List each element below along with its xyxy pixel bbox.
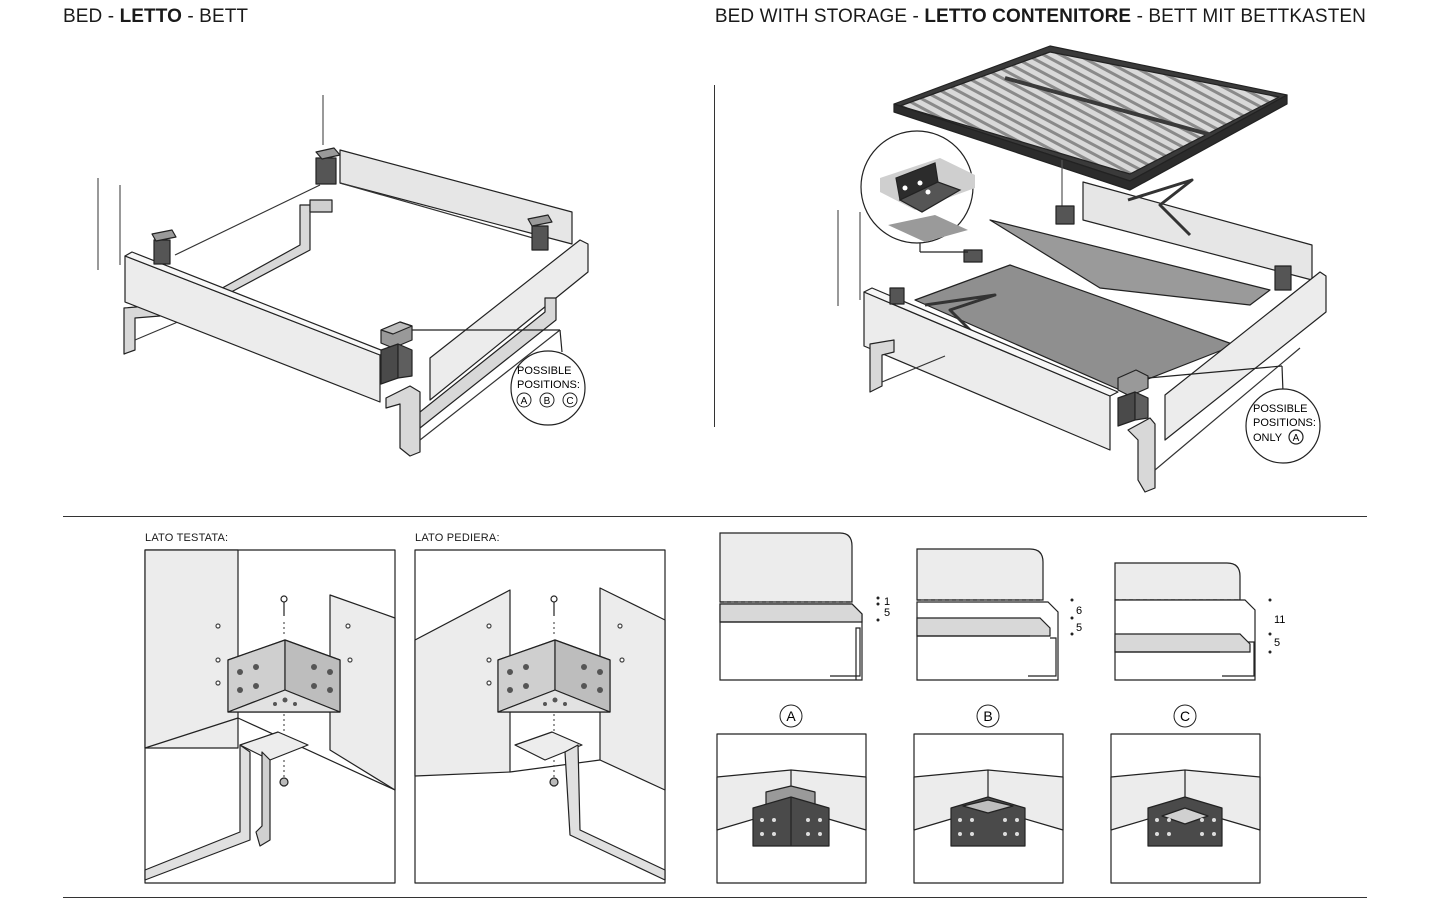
dim-c-2: 5 (1274, 637, 1280, 649)
callout2-option-a-letter: A (1293, 433, 1300, 444)
callout2-line1: POSSIBLE (1253, 403, 1307, 415)
caption-foot-side: LATO PEDIERA: (415, 532, 500, 544)
vertical-divider (714, 85, 715, 427)
callout-line2: POSITIONS: (517, 379, 580, 391)
position-letter-c: C (1180, 708, 1190, 724)
callout-option-c-letter: C (566, 396, 573, 407)
callout2-line2: POSITIONS: (1253, 417, 1316, 429)
header-bed: BED - LETTO - BETT (63, 6, 249, 27)
callout-option-a (516, 392, 532, 408)
callout-positions-only-a (1245, 388, 1321, 464)
dim-a-1: 1 (884, 596, 890, 608)
dim-b-2: 5 (1076, 622, 1082, 634)
horizontal-divider-middle (63, 516, 1367, 517)
position-letter-circles (779, 704, 1197, 728)
dimension-dots (876, 596, 1272, 654)
dim-b-1: 6 (1076, 605, 1082, 617)
dim-c-1: 11 (1274, 614, 1285, 626)
callout-option-a-letter: A (521, 396, 528, 407)
header-bed-with-storage: BED WITH STORAGE - LETTO CONTENITORE - B… (714, 6, 1366, 27)
horizontal-divider-bottom (63, 897, 1367, 898)
corner-view-a (716, 733, 867, 884)
storage-bed-illustration (837, 45, 1327, 493)
callout-option-b-letter: B (544, 396, 551, 407)
corner-view-c (1110, 733, 1261, 884)
corner-view-b (913, 733, 1064, 884)
bracket-holes (760, 818, 1216, 836)
detail-head-side (144, 549, 396, 884)
callout2-line3: ONLY (1253, 432, 1283, 444)
bracket-detail-magnifier (860, 130, 975, 244)
position-letter-a: A (786, 708, 796, 724)
position-letter-b: B (983, 708, 992, 724)
detail-foot-side (414, 549, 666, 884)
section-view-b (916, 548, 1059, 681)
bed-frame-illustration (97, 95, 589, 457)
callout-option-c (562, 392, 578, 408)
callout-option-b (539, 392, 555, 408)
section-view-c (1114, 562, 1256, 681)
section-view-a (719, 532, 863, 681)
callout-line1: POSSIBLE (517, 365, 571, 377)
dim-a-2: 5 (884, 607, 890, 619)
caption-head-side: LATO TESTATA: (145, 532, 229, 544)
